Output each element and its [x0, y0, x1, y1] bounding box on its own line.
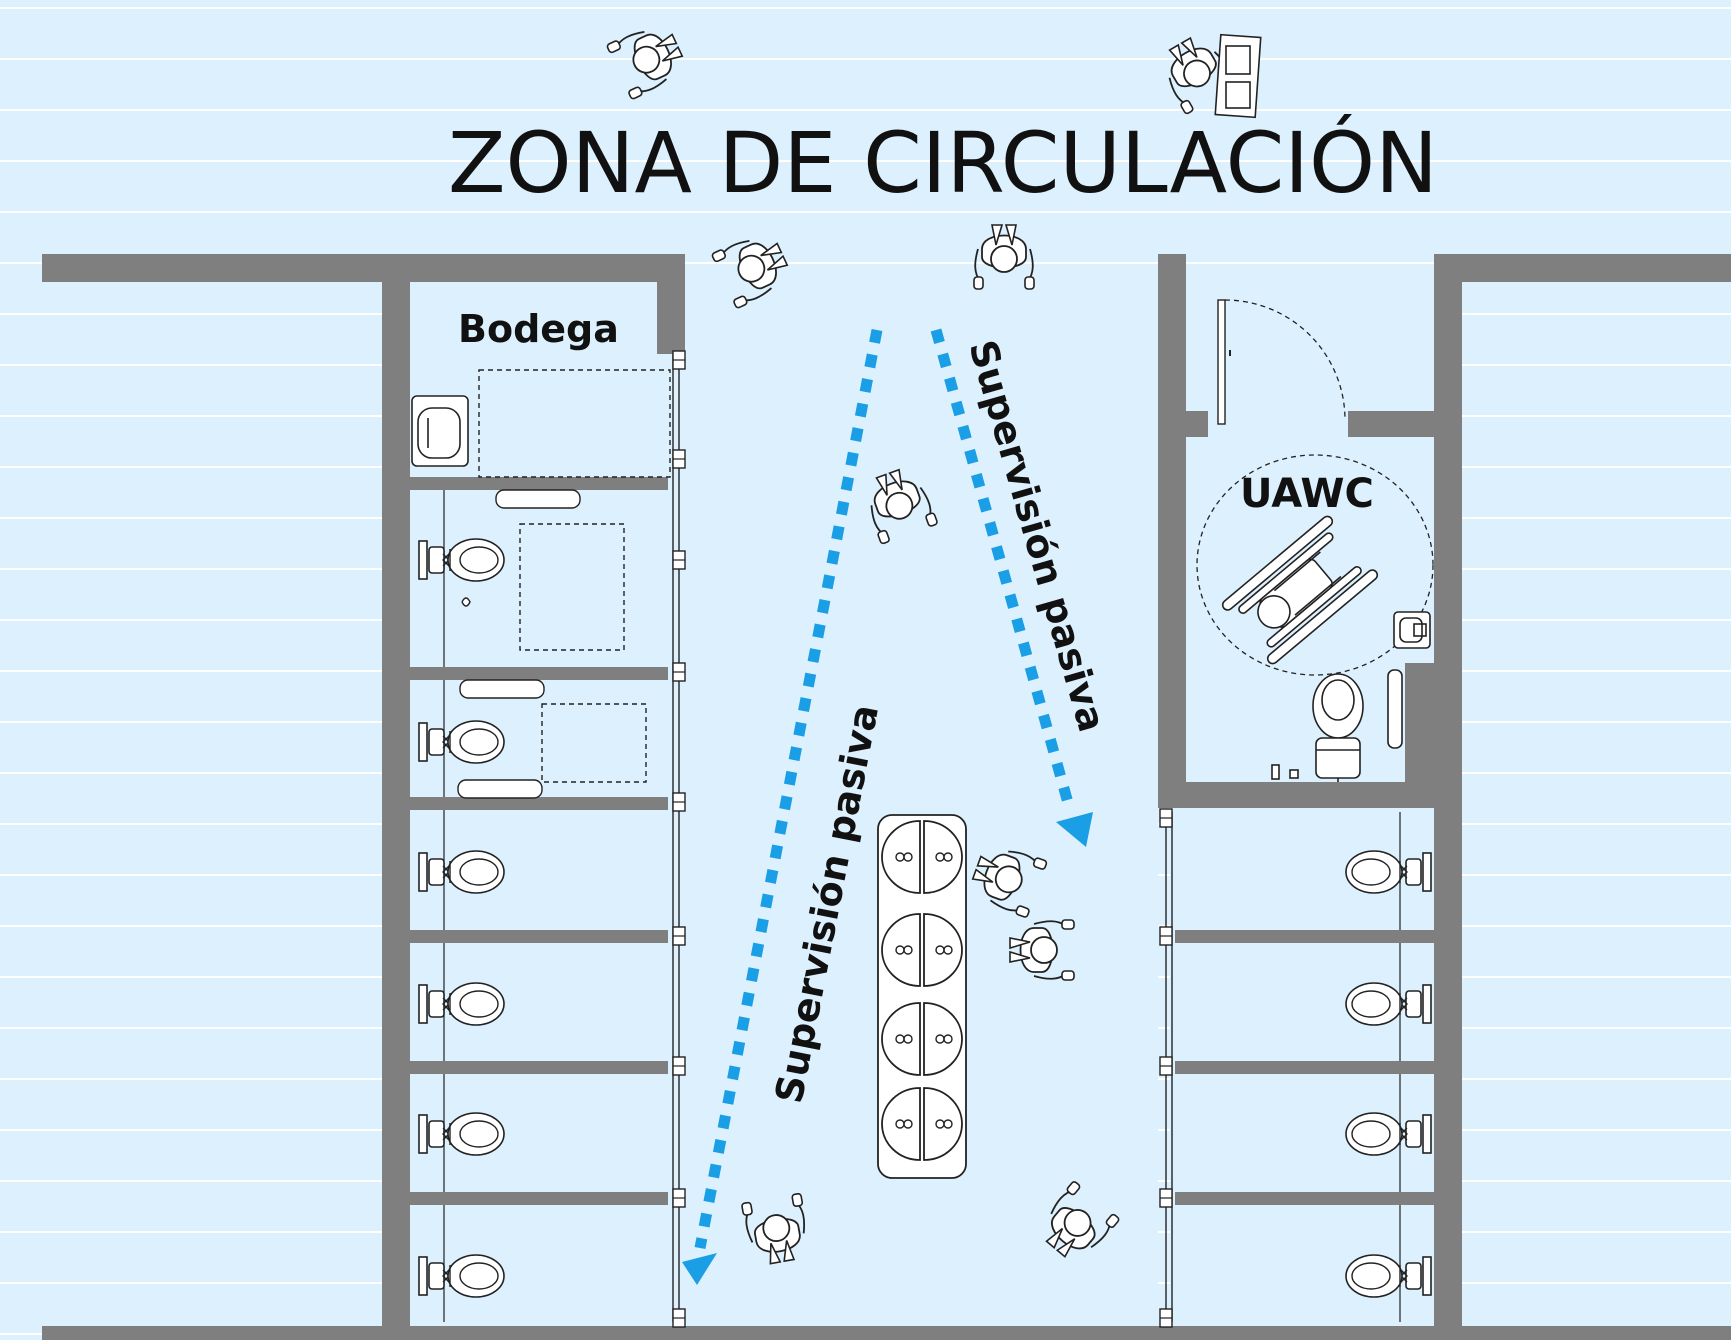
uawc-door-stub-right: [1348, 411, 1434, 437]
arrowhead-icon: [682, 1253, 717, 1285]
uawc-door-stub-left: [1186, 411, 1208, 437]
turning-circle: [1196, 454, 1434, 676]
uawc-bottom-wall: [1158, 782, 1434, 808]
right-wall: [1434, 254, 1462, 1326]
uawc-left-wall: [1158, 254, 1186, 808]
grab-bars: [1271, 669, 1403, 780]
accessible-toilet-icon: [1312, 673, 1364, 782]
left-stall-extras: [457, 489, 647, 799]
sink-counter: [877, 814, 967, 1179]
arrowhead-icon: [1056, 812, 1093, 847]
cleaning-cart-icon: [1214, 33, 1262, 119]
accessible-sink-icon: [1393, 611, 1431, 649]
uawc-label: UAWC: [1240, 471, 1374, 517]
mop-sink: [411, 395, 469, 467]
floor-wall: [42, 1326, 1731, 1340]
supervision-arrow-right: [930, 328, 1093, 847]
zone-title: ZONA DE CIRCULACIÓN: [448, 114, 1438, 212]
storage-shelf-outline: [478, 369, 671, 478]
uawc-door: [1217, 299, 1346, 425]
walls: [42, 254, 1731, 1340]
top-wall-right: [1434, 254, 1731, 282]
wheelchair-icon: [1221, 515, 1379, 665]
storage-label: Bodega: [458, 307, 619, 351]
left-wall: [382, 254, 410, 1326]
top-wall-left: [42, 254, 685, 282]
uawc-inner-pillar: [1405, 663, 1434, 782]
storage-corner-wall: [657, 254, 685, 354]
supervision-arrow-left: [682, 328, 883, 1285]
